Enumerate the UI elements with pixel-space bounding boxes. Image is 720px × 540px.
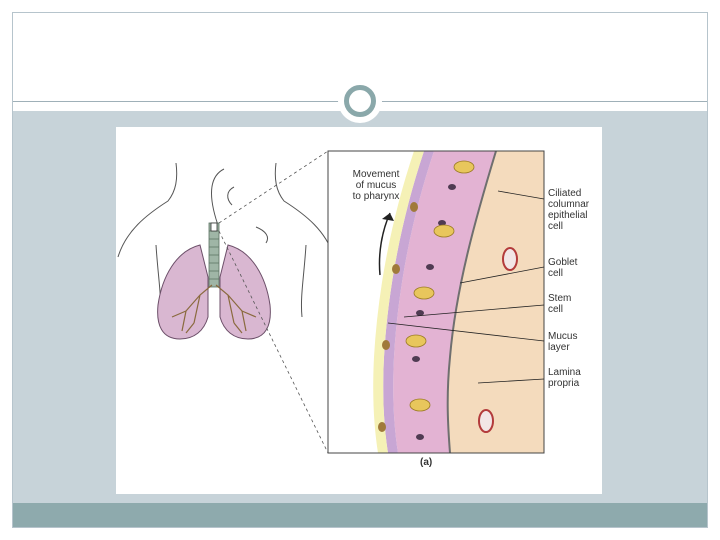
label-panel-a: (a) (420, 457, 432, 468)
header-rule-left (13, 101, 340, 102)
label-movement-of-mucus: Movement of mucus to pharynx (340, 169, 412, 202)
header-rule-right (380, 101, 707, 102)
label-mucus-layer: Mucus layer (548, 331, 577, 353)
label-goblet-cell: Goblet cell (548, 257, 577, 279)
trachea (209, 223, 219, 287)
label-lamina-propria: Lamina propria (548, 367, 581, 389)
label-stem-cell: Stem cell (548, 293, 571, 315)
figure-panel: Movement of mucus to pharynx Ciliated co… (116, 127, 602, 494)
ring-icon (344, 85, 376, 117)
label-ciliated-cell: Ciliated columnar epithelial cell (548, 188, 589, 232)
footer-band (13, 503, 707, 527)
ring-ornament (338, 79, 382, 123)
